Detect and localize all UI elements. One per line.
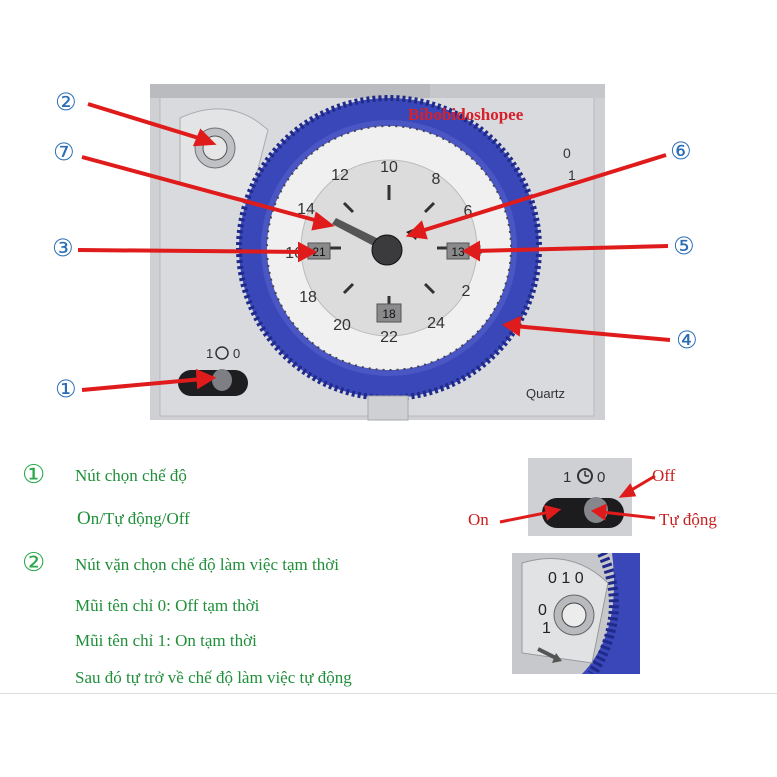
window-left-value: 21 bbox=[312, 245, 326, 259]
switch-auto-label: Tự động bbox=[659, 510, 717, 529]
side-label-0: 0 bbox=[563, 145, 571, 161]
dial-number-22: 22 bbox=[380, 329, 398, 346]
legend-2-line2: Mũi tên chỉ 1: On tạm thời bbox=[75, 631, 257, 650]
dial-number-6: 6 bbox=[464, 203, 473, 220]
dial-center-knob bbox=[371, 234, 403, 266]
legend-2-line1: Mũi tên chỉ 0: Off tạm thời bbox=[75, 596, 260, 615]
legend-1-subtitle-o: O bbox=[77, 508, 91, 529]
switch-off-label: Off bbox=[652, 466, 676, 485]
dial-number-18: 18 bbox=[299, 289, 317, 306]
dial-number-14: 14 bbox=[297, 201, 315, 218]
knob-closeup-image: 0 1 0 0 1 bbox=[512, 553, 640, 674]
dial-number-12: 12 bbox=[331, 167, 349, 184]
legend-2-title: Nút vặn chọn chế độ làm việc tạm thời bbox=[75, 555, 339, 574]
legend-num-2: ② bbox=[22, 548, 46, 578]
callout-4: ④ bbox=[676, 326, 698, 354]
callout-3: ③ bbox=[52, 234, 74, 262]
brand-label: Quartz bbox=[526, 386, 565, 401]
dial-number-20: 20 bbox=[333, 317, 351, 334]
switch-label-1: 1 bbox=[206, 346, 213, 361]
legend-2-line3: Sau đó tự trở về chế độ làm việc tự động bbox=[75, 668, 352, 687]
dial-number-10: 10 bbox=[380, 159, 398, 176]
watermark: Bibobidoshopee bbox=[408, 105, 524, 124]
switch-on-label: On bbox=[468, 510, 489, 529]
knob-closeup-top: 0 1 0 bbox=[548, 570, 584, 587]
switch-closeup-arrows bbox=[499, 474, 656, 524]
dial-number-24: 24 bbox=[427, 315, 445, 332]
timer-device-illustration: 10 8 6 4 2 24 22 20 18 16 14 12 21 13 18… bbox=[77, 84, 671, 421]
legend-1-title: Nút chọn chế độ bbox=[75, 466, 187, 485]
window-bottom-value: 18 bbox=[382, 307, 396, 321]
switch-label-0: 0 bbox=[233, 346, 240, 361]
dial-number-8: 8 bbox=[432, 171, 441, 188]
callout-6: ⑥ bbox=[670, 137, 692, 165]
side-label-1: 1 bbox=[568, 167, 576, 183]
bottom-divider bbox=[0, 693, 777, 694]
mode-switch-thumb bbox=[212, 369, 232, 391]
closeup-clock-icon bbox=[577, 468, 593, 484]
callout-1: ① bbox=[55, 375, 77, 403]
callout-5: ⑤ bbox=[673, 232, 695, 260]
dial-number-2: 2 bbox=[462, 283, 471, 300]
knob-closeup-left0: 0 bbox=[538, 602, 547, 619]
closeup-label-0: 0 bbox=[597, 469, 605, 486]
knob-closeup-left1: 1 bbox=[542, 620, 551, 637]
closeup-label-1: 1 bbox=[563, 469, 571, 486]
callout-2: ② bbox=[55, 88, 77, 116]
legend-1-subtitle: On/Tự động/Off bbox=[77, 508, 190, 530]
legend-1-subtitle-rest: n/Tự động/Off bbox=[90, 509, 190, 528]
window-right-value: 13 bbox=[451, 245, 465, 259]
legend-num-1: ① bbox=[22, 460, 46, 490]
callout-7: ⑦ bbox=[53, 138, 75, 166]
